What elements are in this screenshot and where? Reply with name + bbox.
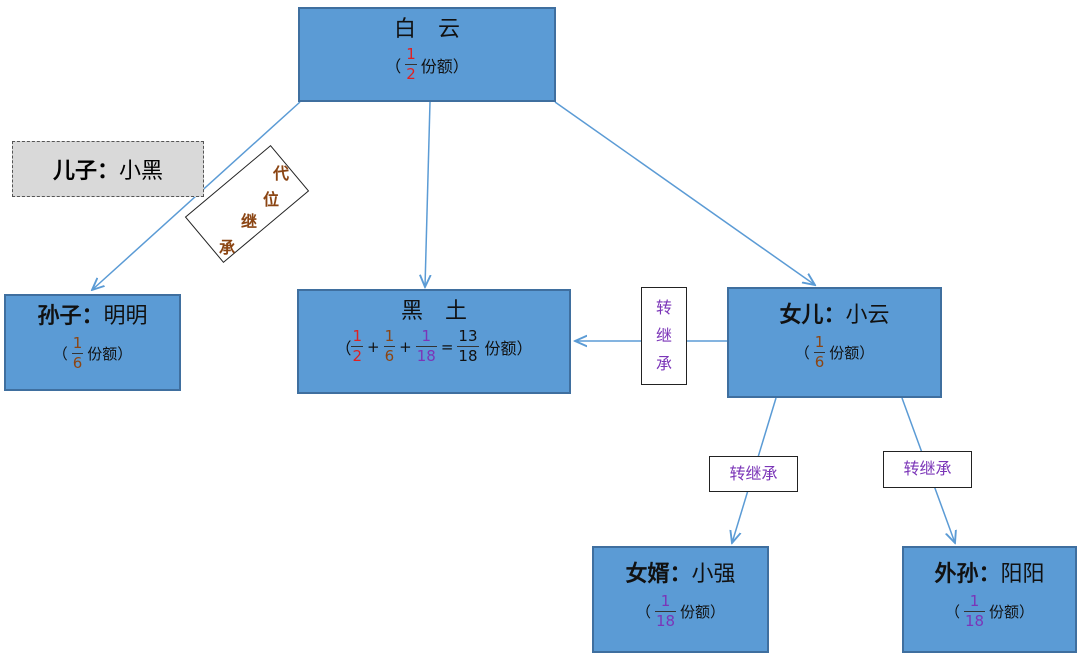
paren-open: （ (385, 56, 402, 76)
fraction: 1 6 (813, 333, 826, 372)
fraction: 1 2 (351, 327, 364, 366)
fraction: 1 18 (963, 592, 986, 631)
node-granddaughter-role: 外孙： (934, 562, 1001, 587)
node-soninlaw-role: 女婿： (625, 562, 692, 587)
fraction-numerator: 1 (406, 45, 416, 64)
node-grandson-share: （ 1 6 份额） (52, 334, 133, 373)
node-grandson-name: 明明 (103, 304, 148, 329)
node-granddaughter: 外孙：阳阳 （ 1 18 份额） (902, 546, 1077, 653)
fraction: 1 6 (71, 334, 84, 373)
label-subrogation: 代 位 继 承 (184, 145, 310, 263)
fraction: 1 2 (405, 47, 417, 82)
fraction: 1 18 (415, 327, 437, 366)
node-son: 儿子： 小黑 (12, 141, 204, 197)
node-son-name: 小黑 (119, 159, 164, 184)
label-transfer-left: 转继承 (709, 456, 798, 492)
node-granddaughter-name: 阳阳 (1000, 562, 1045, 587)
fraction: 1 18 (654, 592, 677, 631)
fraction-denominator: 2 (406, 65, 416, 84)
label-transfer-right: 转继承 (883, 451, 972, 488)
edge-baiyun-daughter (554, 101, 815, 285)
label-subrogation-text: 代 位 继 承 (219, 164, 290, 257)
fraction-total: 13 18 (457, 327, 479, 366)
node-daughter-name: 小云 (845, 303, 890, 328)
node-soninlaw: 女婿：小强 （ 1 18 份额） (592, 546, 769, 653)
node-soninlaw-share: （ 1 18 份额） (635, 592, 726, 631)
node-grandson: 孙子：明明 （ 1 6 份额） (4, 294, 181, 391)
node-heitu: 黑 土 （ 1 2 + 1 6 + 1 18 = 13 18 份额） (297, 289, 571, 394)
node-son-role: 儿子： (52, 159, 119, 184)
node-baiyun-share: （ 1 2 份额） (300, 47, 554, 82)
fraction-bar (405, 64, 417, 66)
node-heitu-name: 黑 土 (400, 299, 467, 324)
node-heitu-share: （ 1 2 + 1 6 + 1 18 = 13 18 份额） (335, 327, 533, 366)
node-grandson-role: 孙子： (37, 304, 104, 329)
edge-baiyun-heitu (425, 101, 430, 287)
node-daughter-role: 女儿： (779, 303, 846, 328)
label-transfer-vertical: 转 继 承 (641, 287, 687, 385)
node-soninlaw-name: 小强 (691, 562, 736, 587)
node-baiyun-name: 白 云 (393, 17, 460, 42)
node-daughter-share: （ 1 6 份额） (794, 333, 875, 372)
share-suffix: 份额） (420, 56, 469, 76)
node-granddaughter-share: （ 1 18 份额） (944, 592, 1035, 631)
fraction: 1 6 (383, 327, 396, 366)
node-baiyun: 白 云 （ 1 2 份额） (298, 7, 556, 102)
node-daughter: 女儿：小云 （ 1 6 份额） (727, 287, 942, 398)
